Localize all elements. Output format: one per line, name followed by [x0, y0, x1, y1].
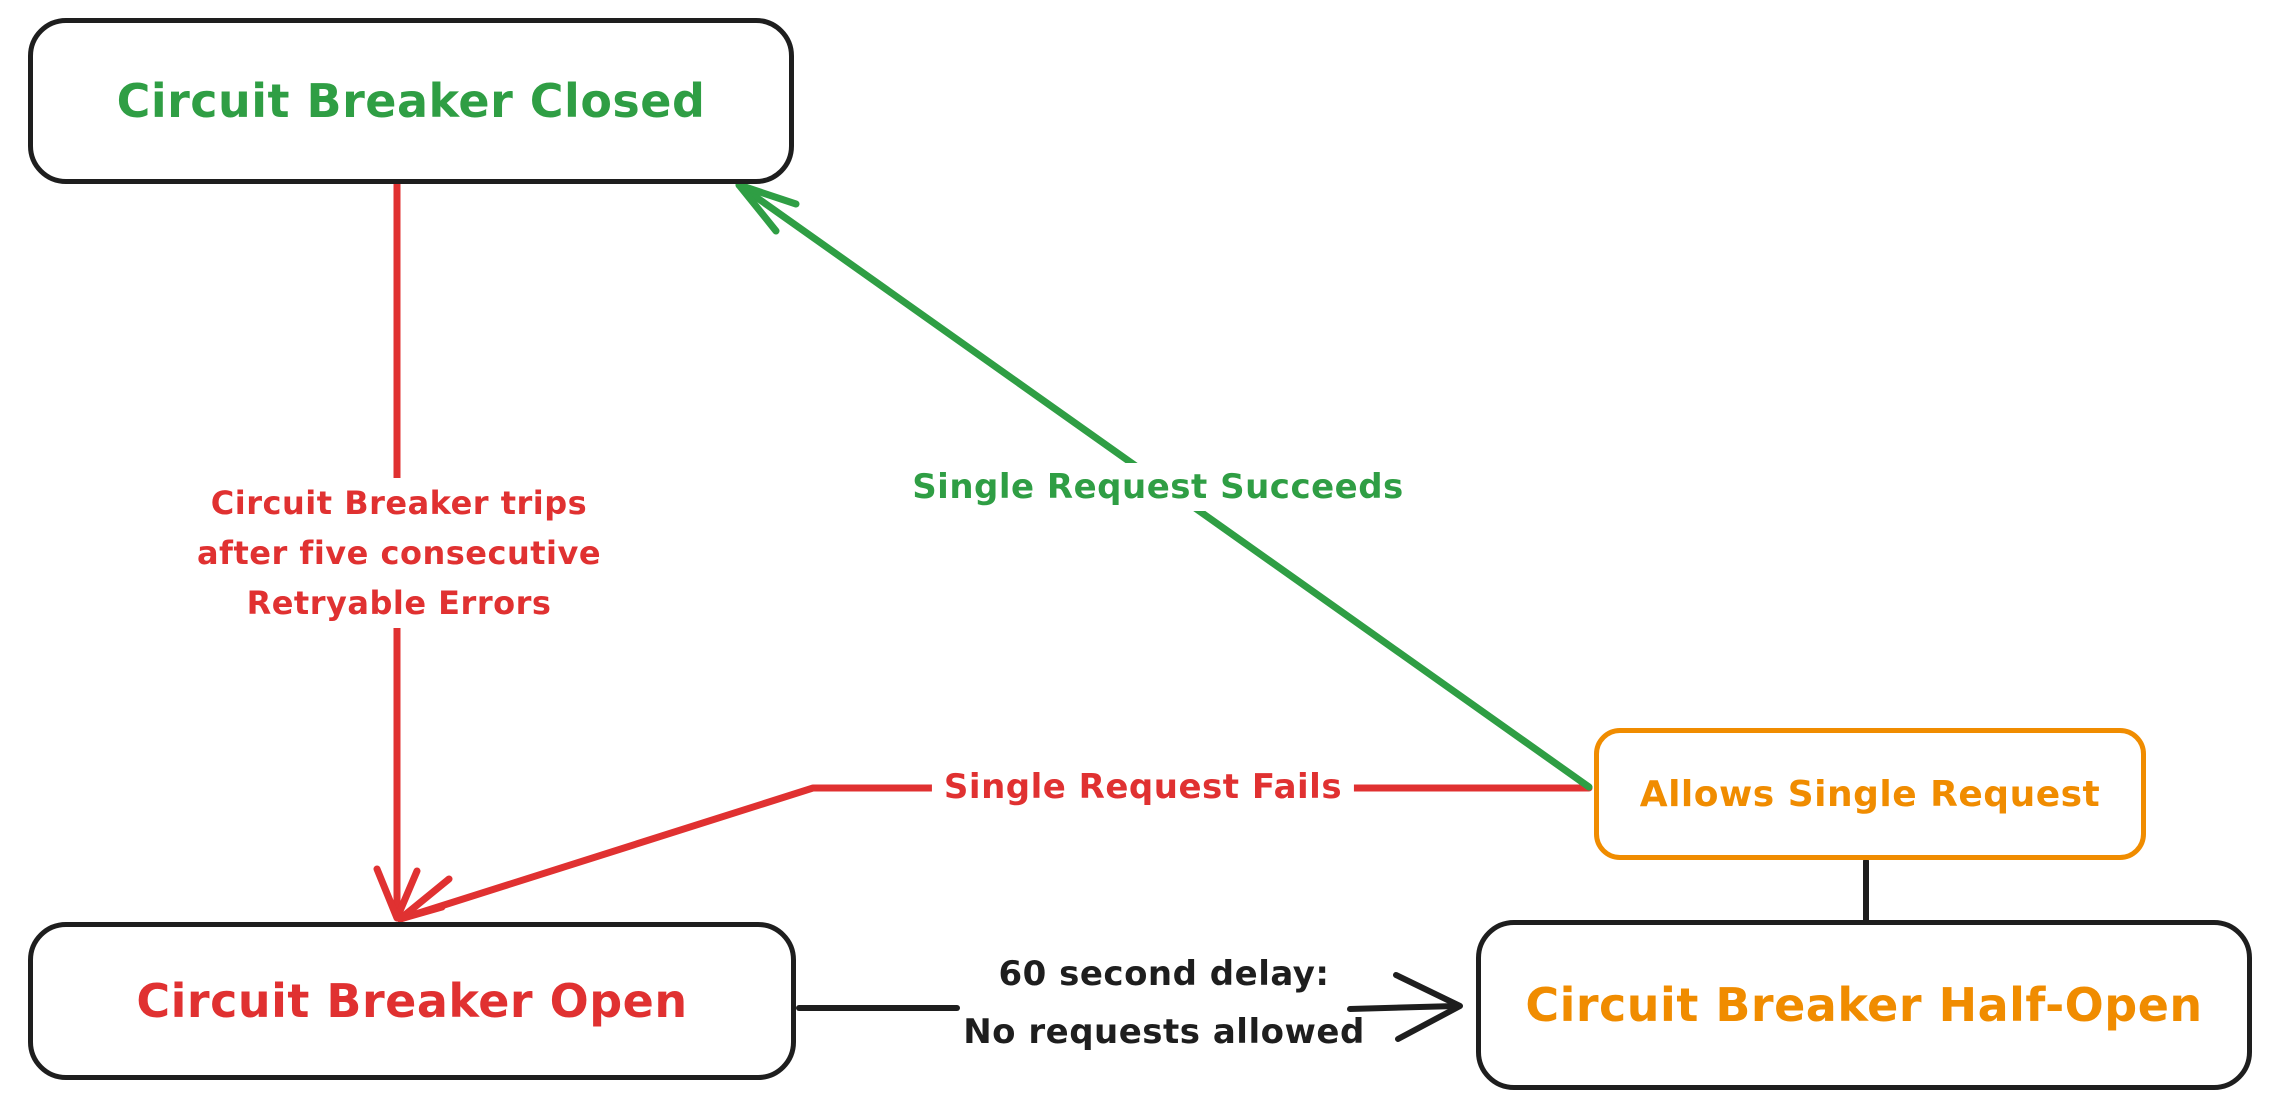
- fails-edge-label: Single Request Fails: [931, 763, 1355, 811]
- node-allows-single-request: Allows Single Request: [1594, 728, 2146, 860]
- node-circuit-breaker-open-label: Circuit Breaker Open: [136, 974, 688, 1028]
- trips-edge-label-line-1: Circuit Breaker trips: [210, 484, 588, 522]
- node-circuit-breaker-closed-label: Circuit Breaker Closed: [116, 74, 706, 128]
- succeeds-edge-label: Single Request Succeeds: [900, 463, 1416, 511]
- node-circuit-breaker-half-open-label: Circuit Breaker Half-Open: [1525, 978, 2203, 1032]
- trips-edge-label-line-3: Retryable Errors: [246, 584, 552, 622]
- delay-edge-label: 60 second delay: No requests allowed: [963, 945, 1365, 1061]
- node-circuit-breaker-half-open: Circuit Breaker Half-Open: [1476, 920, 2252, 1090]
- trips-edge-label-line-2: after five consecutive: [196, 534, 602, 572]
- succeeds-arrowhead: [735, 181, 800, 235]
- delay-edge-label-line-2: No requests allowed: [963, 1012, 1365, 1052]
- delay-arrow-line-right: [1347, 1003, 1459, 1012]
- node-circuit-breaker-open: Circuit Breaker Open: [28, 922, 796, 1080]
- node-allows-single-request-label: Allows Single Request: [1639, 773, 2101, 815]
- delay-edge-label-line-1: 60 second delay:: [998, 954, 1330, 994]
- node-circuit-breaker-closed: Circuit Breaker Closed: [28, 18, 794, 184]
- fails-arrowhead: [396, 875, 453, 923]
- trips-edge-label: Circuit Breaker trips after five consecu…: [186, 478, 612, 628]
- delay-arrowhead: [1393, 972, 1463, 1042]
